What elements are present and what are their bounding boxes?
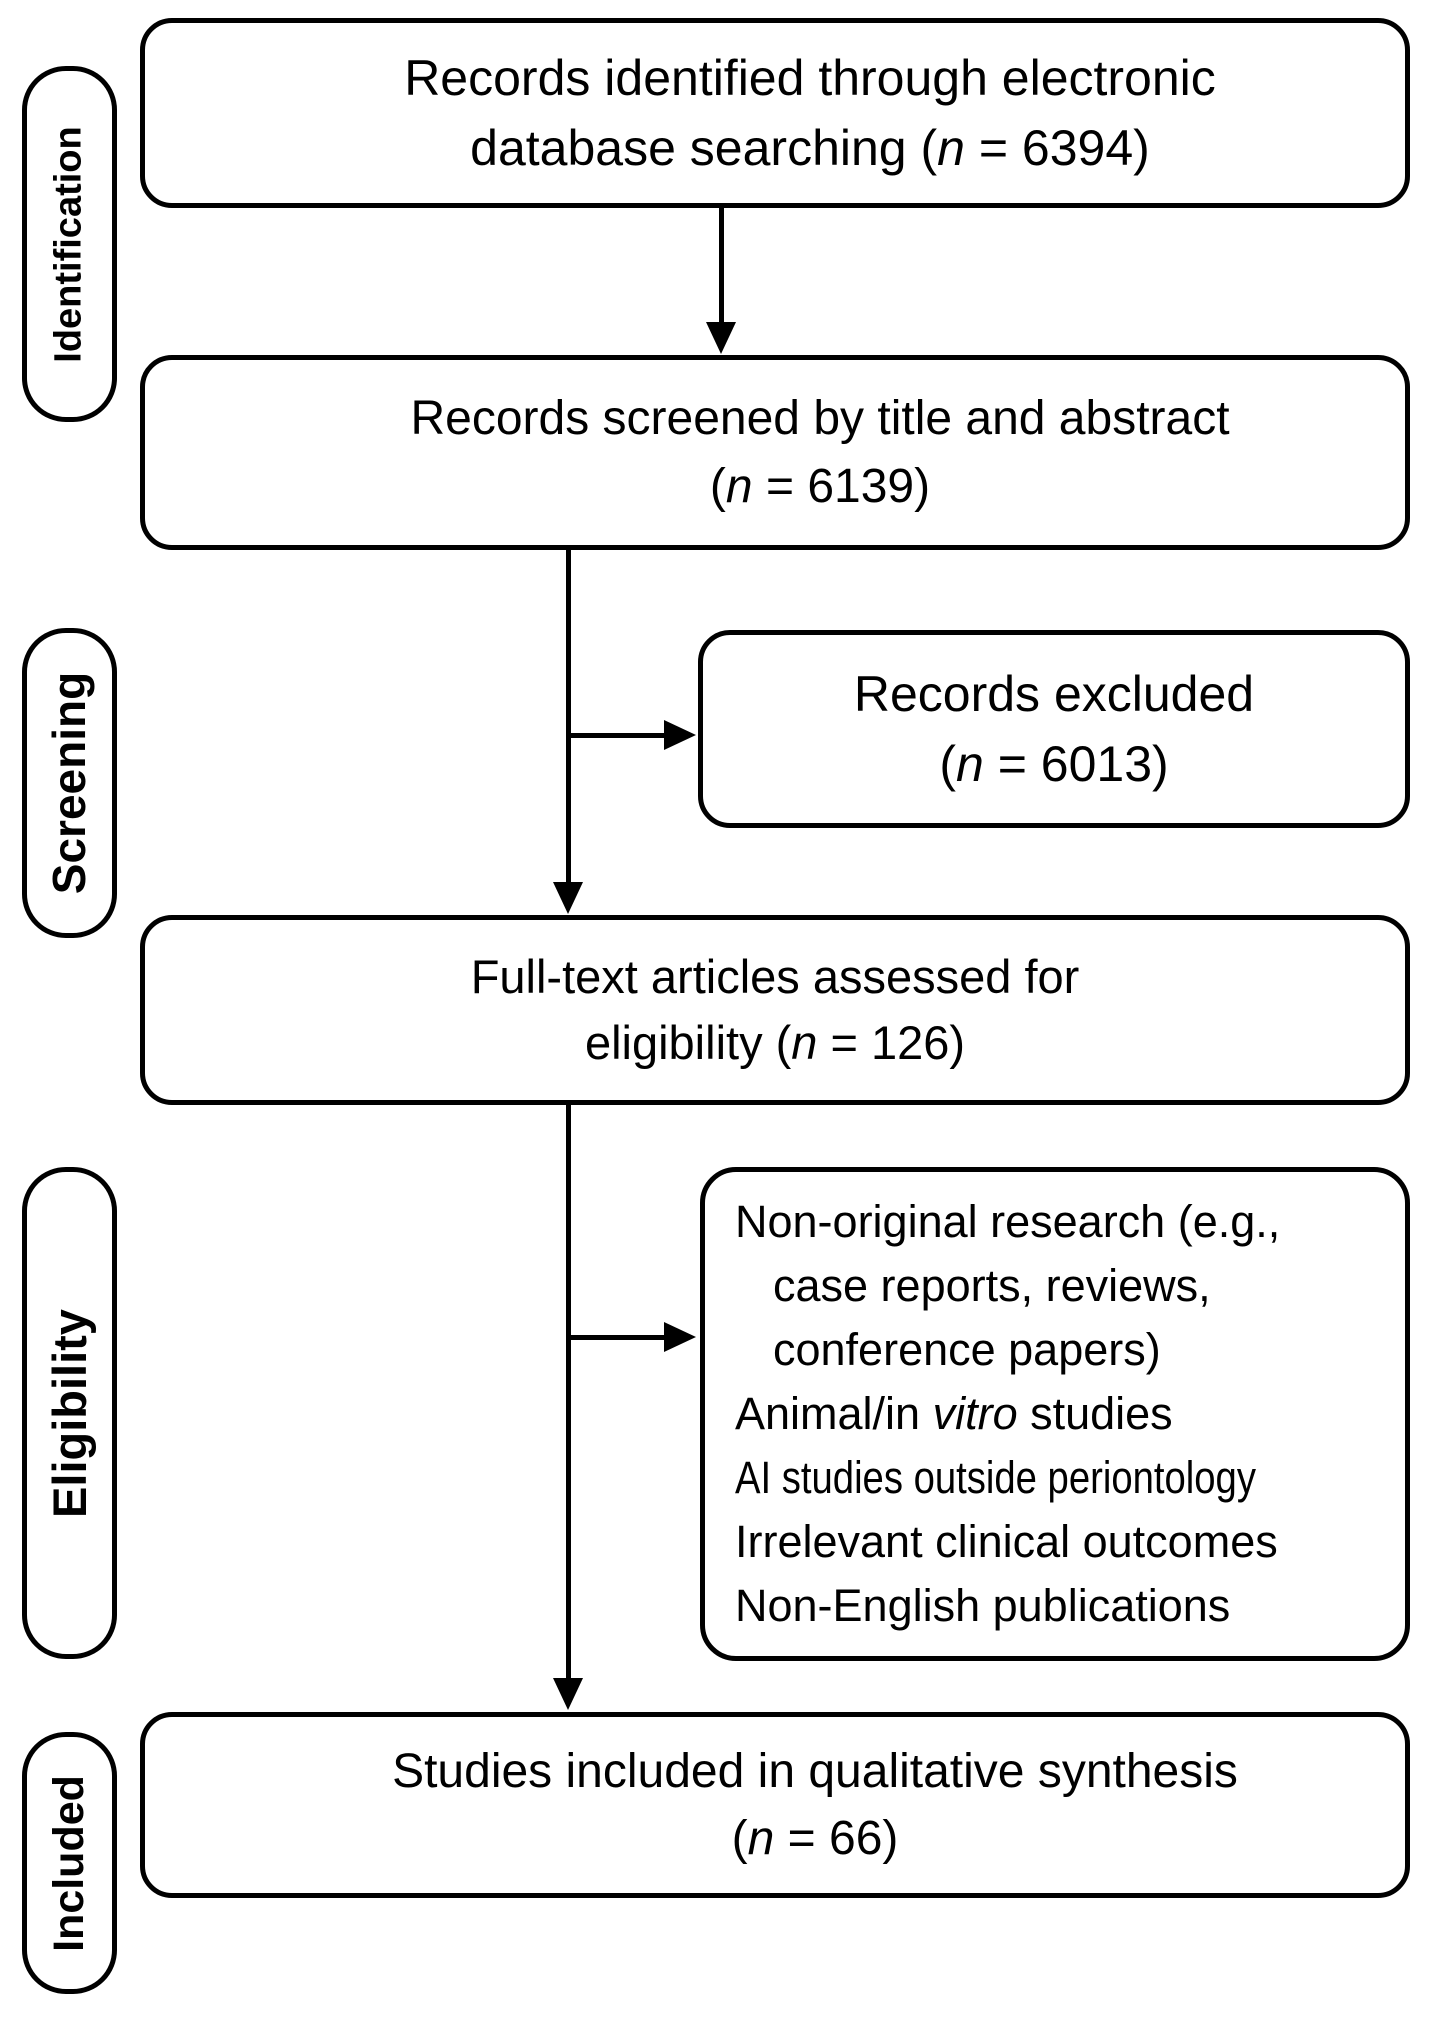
stage-label-included-text: Included (45, 1774, 94, 1952)
arrow-screened-to-fulltext-line (566, 550, 571, 884)
reason-non-english: Non-English publications (735, 1580, 1231, 1631)
box-exclusion-reasons: Non-original research (e.g., case report… (700, 1167, 1410, 1661)
n-variable: n (937, 120, 965, 176)
arrow-fulltext-to-included-line (566, 1105, 571, 1679)
arrow-identified-to-screened-head (706, 322, 736, 354)
reason-conference-papers: conference papers) (773, 1324, 1161, 1375)
arrow-screened-to-fulltext-head (553, 882, 583, 914)
arrow-fulltext-to-included-head (553, 1678, 583, 1710)
arrow-to-excluded-head (664, 720, 696, 750)
stage-label-identification-text: Identification (48, 125, 91, 363)
box-records-identified: Records identified through electronic da… (140, 18, 1410, 208)
arrow-to-reasons-line (568, 1335, 666, 1340)
fulltext-line2: eligibility (n = 126) (584, 1016, 966, 1069)
stage-label-identification: Identification (22, 66, 117, 422)
records-identified-line1: Records identified through electronic (404, 50, 1216, 106)
n-variable: n (725, 459, 753, 513)
studies-included-line2: (n = 66) (731, 1812, 899, 1865)
arrow-to-reasons-head (664, 1322, 696, 1352)
records-excluded-line2: (n = 6013) (939, 736, 1169, 792)
reason-irrelevant-outcomes: Irrelevant clinical outcomes (735, 1516, 1278, 1567)
reason-ai-outside: AI studies outside periontology (735, 1452, 1256, 1503)
reason-non-original: Non-original research (e.g., (735, 1196, 1281, 1247)
n-variable: n (747, 1812, 775, 1865)
reason-case-reports: case reports, reviews, (773, 1260, 1211, 1311)
studies-included-line1: Studies included in qualitative synthesi… (392, 1744, 1238, 1798)
box-records-excluded: Records excluded (n = 6013) (698, 630, 1410, 828)
vitro-italic: vitro (932, 1388, 1018, 1439)
reason-animal-invitro: Animal/in vitro studies (735, 1388, 1173, 1439)
stage-label-eligibility-text: Eligibility (43, 1308, 97, 1518)
stage-label-screening-text: Screening (43, 671, 96, 895)
box-records-screened: Records screened by title and abstract (… (140, 355, 1410, 550)
n-variable: n (955, 736, 984, 792)
stage-label-eligibility: Eligibility (22, 1167, 117, 1659)
records-excluded-line1: Records excluded (853, 666, 1255, 722)
stage-label-screening: Screening (22, 628, 117, 938)
stage-label-included: Included (22, 1732, 117, 1994)
records-screened-line1: Records screened by title and abstract (410, 392, 1230, 446)
n-variable: n (791, 1016, 818, 1069)
arrow-identified-to-screened-line (719, 208, 724, 324)
fulltext-line1: Full-text articles assessed for (470, 950, 1080, 1004)
box-fulltext-assessed: Full-text articles assessed for eligibil… (140, 915, 1410, 1105)
records-screened-line2: (n = 6139) (709, 459, 931, 513)
box-studies-included: Studies included in qualitative synthesi… (140, 1712, 1410, 1898)
records-identified-line2: database searching (n = 6394) (470, 120, 1150, 176)
arrow-to-excluded-line (568, 733, 666, 738)
